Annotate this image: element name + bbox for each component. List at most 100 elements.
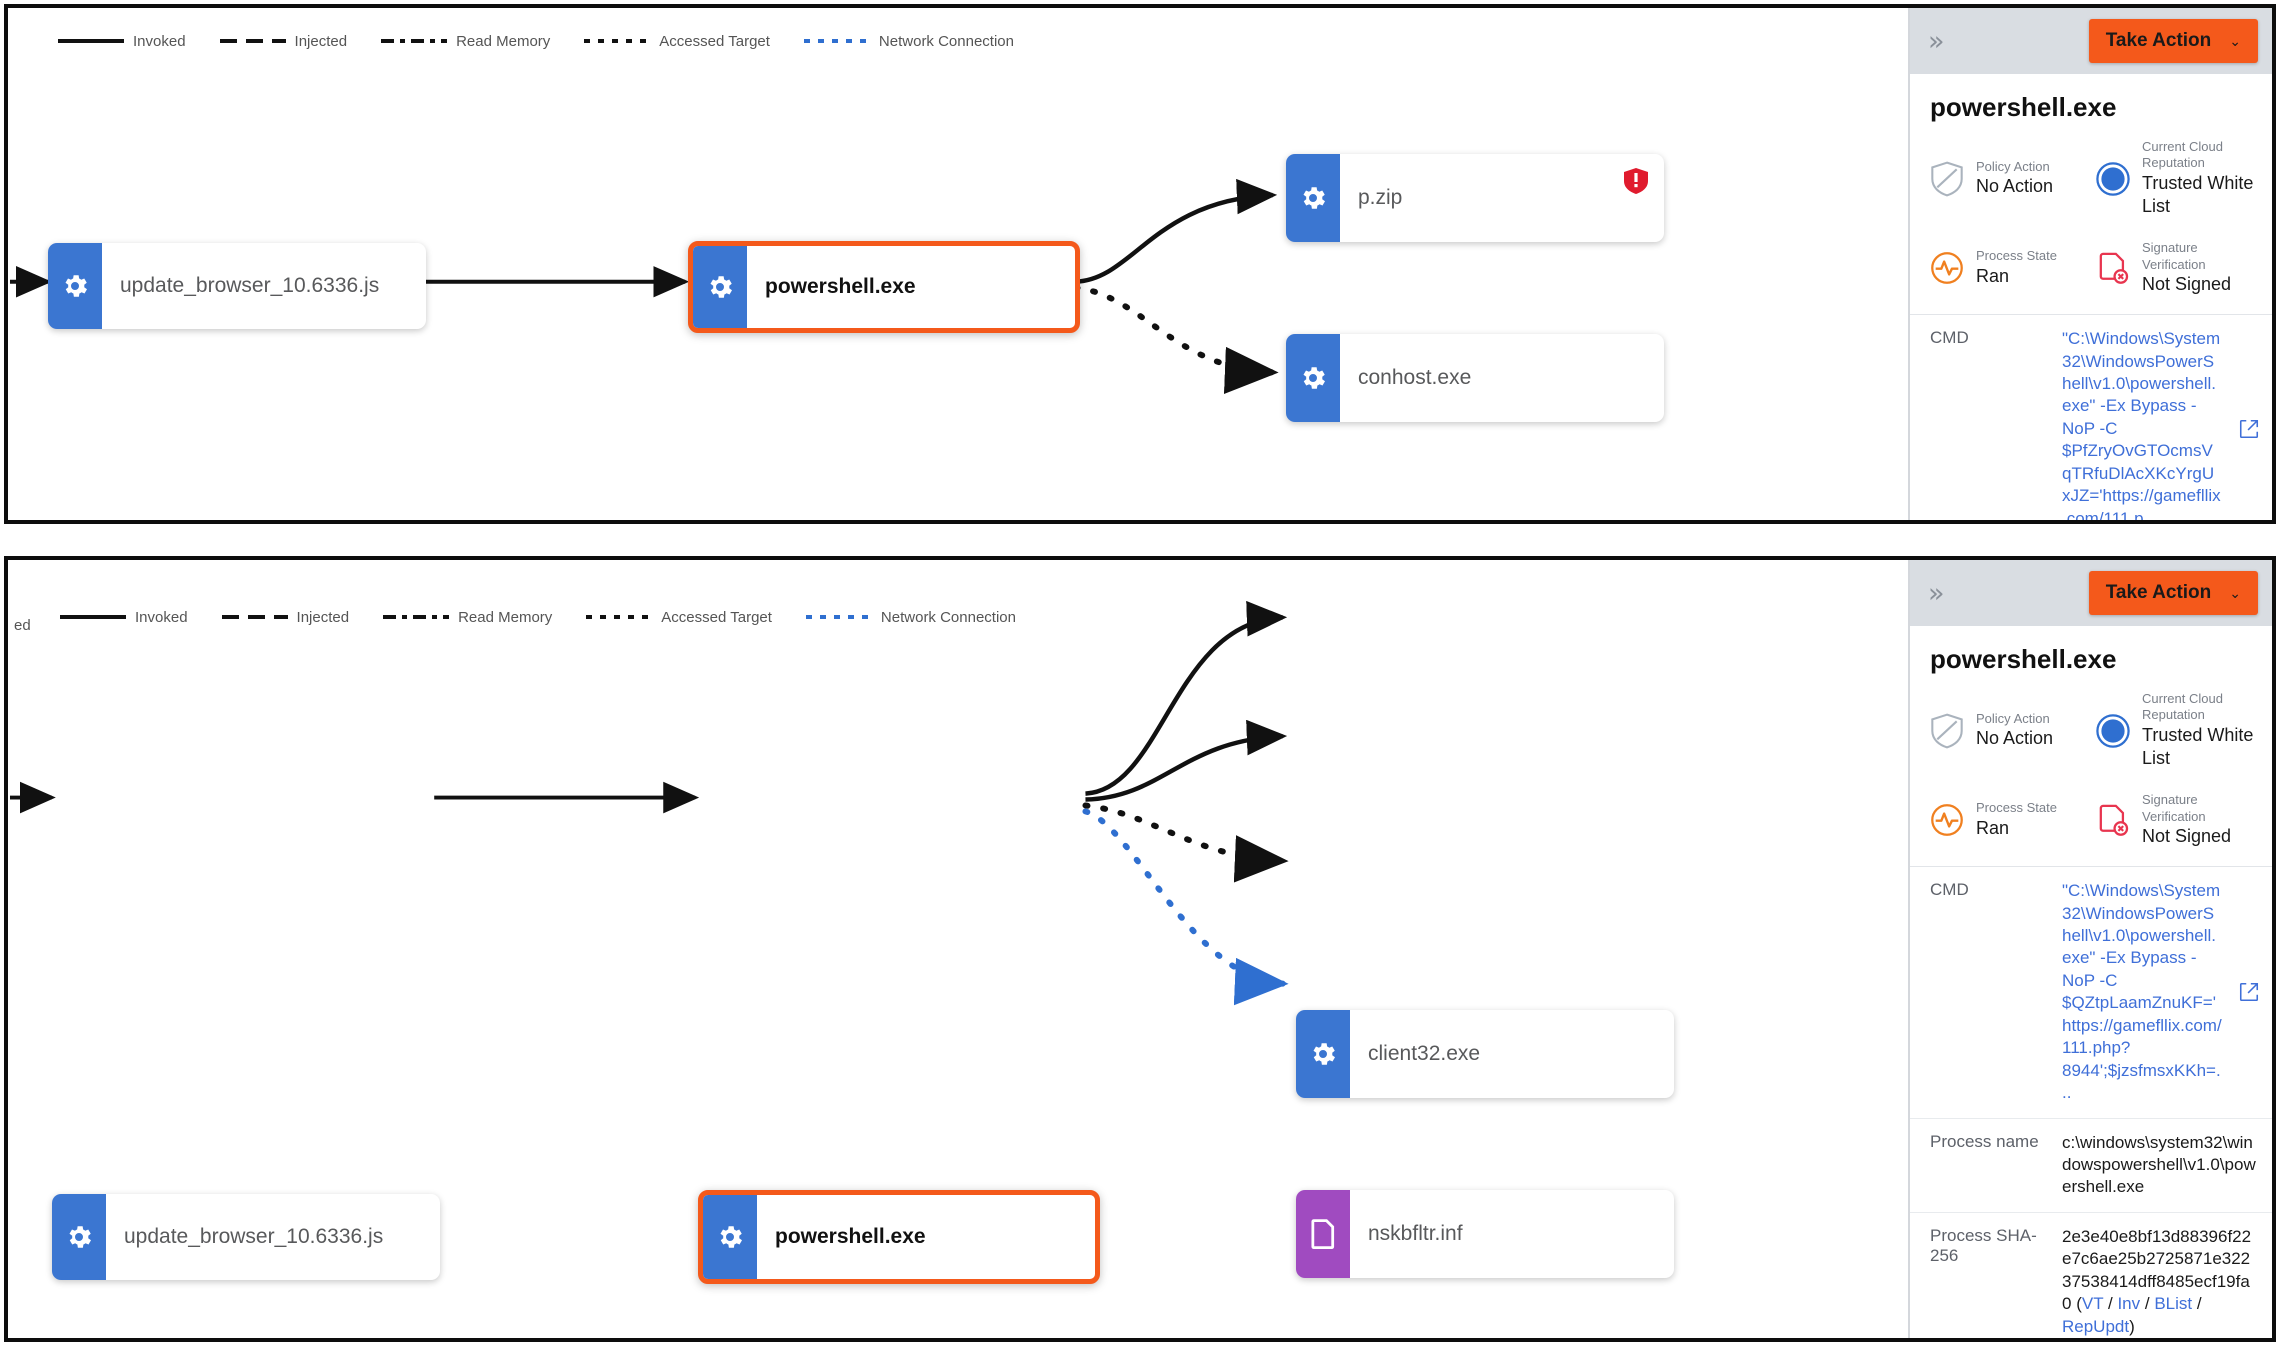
graph-node[interactable]: update_browser_10.6336.js [48,243,426,329]
legend-item-dash: Injected [219,32,348,50]
legend-item-dash: Injected [221,608,350,626]
gear-icon [48,243,102,329]
external-link-icon[interactable] [2238,418,2260,440]
node-label: powershell.exe [775,1225,926,1248]
status-value: Not Signed [2142,825,2232,846]
node-label: update_browser_10.6336.js [120,274,380,297]
detail-value: c:\windows\system32\windowspowershell\v1… [2062,1132,2256,1197]
detail-key: Process name [1930,1131,2039,1151]
details-rows: CMD "C:\Windows\System32\WindowsPowerShe… [1910,314,2272,524]
sha256-link-vt[interactable]: VT [2081,1294,2104,1314]
cloud-reputation-icon [2094,712,2132,750]
status-label: Process State [1976,248,2057,264]
legend-label: Accessed Target [659,32,770,50]
legend-label: Read Memory [456,32,551,50]
graph-node[interactable]: p.zip [1286,154,1664,242]
status-cloud-reputation: Current Cloud Reputation Trusted White L… [2094,691,2260,770]
unsigned-document-icon [2094,249,2132,287]
pulse-icon [1928,801,1966,839]
external-link-icon[interactable] [2238,981,2260,1003]
legend-line-dashdot [383,615,450,619]
page-title: powershell.exe [1930,644,2117,674]
details-sidebar-top: » Take Action ⌄ powershell.exe Policy Ac… [1908,8,2272,520]
legend-item-solid: Invoked [58,33,186,50]
detail-value[interactable]: "C:\Windows\System32\WindowsPowerShell\v… [2062,881,2222,1103]
legend-label: Accessed Target [661,608,772,626]
node-label: conhost.exe [1358,366,1472,389]
node-label: p.zip [1358,186,1403,209]
status-grid: Policy Action No Action Current Cloud Re… [1910,135,2272,314]
legend-label: Injected [294,32,348,50]
chevron-down-icon: ⌄ [2229,32,2241,49]
legend-label: Network Connection [880,608,1016,626]
detail-row-cmd: CMD "C:\Windows\System32\WindowsPowerShe… [1910,315,2272,524]
unsigned-document-icon [2094,801,2132,839]
status-signature-verification: Signature Verification Not Signed [2094,240,2260,296]
graph-node[interactable]: client32.exe [1296,1010,1674,1098]
alert-badge-icon [1624,168,1648,194]
legend-item-dot: Accessed Target [584,33,770,50]
sha256-link-repupdt[interactable]: RepUpdt [2062,1316,2130,1336]
legend-label: Injected [296,608,350,626]
take-action-button[interactable]: Take Action ⌄ [2088,19,2258,63]
legend-item-dashdot: Read Memory [381,33,550,50]
chevron-double-right-icon[interactable]: » [1928,577,1945,609]
status-value: Ran [1976,265,2010,286]
shield-icon [1928,160,1966,198]
details-sidebar-bottom: » Take Action ⌄ powershell.exe Policy Ac… [1908,560,2272,1338]
sha256-value: 2e3e40e8bf13d88396f22e7c6ae25b2725871e32… [2062,1226,2252,1314]
process-graph-top[interactable]: Invoked Injected Read Memory Accessed Targe… [8,8,1908,520]
legend-line-solid [58,39,124,43]
status-policy-action: Policy Action No Action [1928,139,2094,218]
sha256-link-inv[interactable]: Inv [2117,1294,2141,1314]
detail-row-sha256: Process SHA-256 2e3e40e8bf13d88396f22e7c… [1910,1213,2272,1338]
status-process-state: Process State Ran [1928,240,2094,296]
status-label: Process State [1976,800,2057,816]
legend-line-solid [60,615,126,619]
status-value: Trusted White List [2142,172,2254,216]
gear-icon [1286,154,1340,242]
detail-value-group: 2e3e40e8bf13d88396f22e7c6ae25b2725871e32… [2062,1226,2252,1336]
chevron-double-right-icon[interactable]: » [1928,25,1945,57]
status-label: Signature Verification [2142,792,2206,824]
legend-item-netdot: Network Connection [803,32,1014,50]
graph-node-selected[interactable]: powershell.exe [698,1190,1100,1284]
sha256-link-blist[interactable]: BList [2154,1294,2193,1314]
document-icon [1296,1190,1350,1278]
status-label: Policy Action [1976,158,2050,174]
graph-node[interactable]: update_browser_10.6336.js [52,1194,440,1280]
status-value: Trusted White List [2142,724,2254,768]
gear-icon [1296,1010,1350,1098]
node-label: update_browser_10.6336.js [124,1225,384,1248]
legend-item-solid: Invoked [60,609,188,626]
gear-icon [52,1194,106,1280]
page-title: powershell.exe [1930,92,2117,122]
status-label: Policy Action [1976,710,2050,726]
detail-row-cmd: CMD "C:\Windows\System32\WindowsPowerShe… [1910,867,2272,1119]
node-label: nskbfltr.inf [1368,1222,1463,1245]
status-value: No Action [1976,728,2054,749]
legend-line-dot [586,615,653,619]
graph-node-selected[interactable]: powershell.exe [688,241,1080,333]
cloud-reputation-icon [2094,160,2132,198]
legend-line-netdot [805,615,872,619]
detail-key: CMD [1930,880,1969,900]
legend-label: Invoked [133,32,186,50]
graph-node[interactable]: conhost.exe [1286,334,1664,422]
sidebar-header: » Take Action ⌄ [1910,560,2272,626]
legend-line-dashdot [381,39,448,43]
node-label: powershell.exe [765,275,916,298]
graph-node[interactable]: nskbfltr.inf [1296,1190,1674,1278]
legend-label: Invoked [135,608,188,626]
status-label: Current Cloud Reputation [2142,691,2223,723]
status-label: Signature Verification [2142,240,2206,272]
detail-value[interactable]: "C:\Windows\System32\WindowsPowerShell\v… [2062,329,2221,524]
detail-key: Process SHA-256 [1930,1225,2037,1265]
status-value: Ran [1976,817,2010,838]
take-action-button[interactable]: Take Action ⌄ [2088,571,2258,615]
status-signature-verification: Signature Verification Not Signed [2094,792,2260,848]
gear-icon [693,246,747,328]
legend-line-netdot [803,39,870,43]
legend-label: Network Connection [878,32,1014,50]
